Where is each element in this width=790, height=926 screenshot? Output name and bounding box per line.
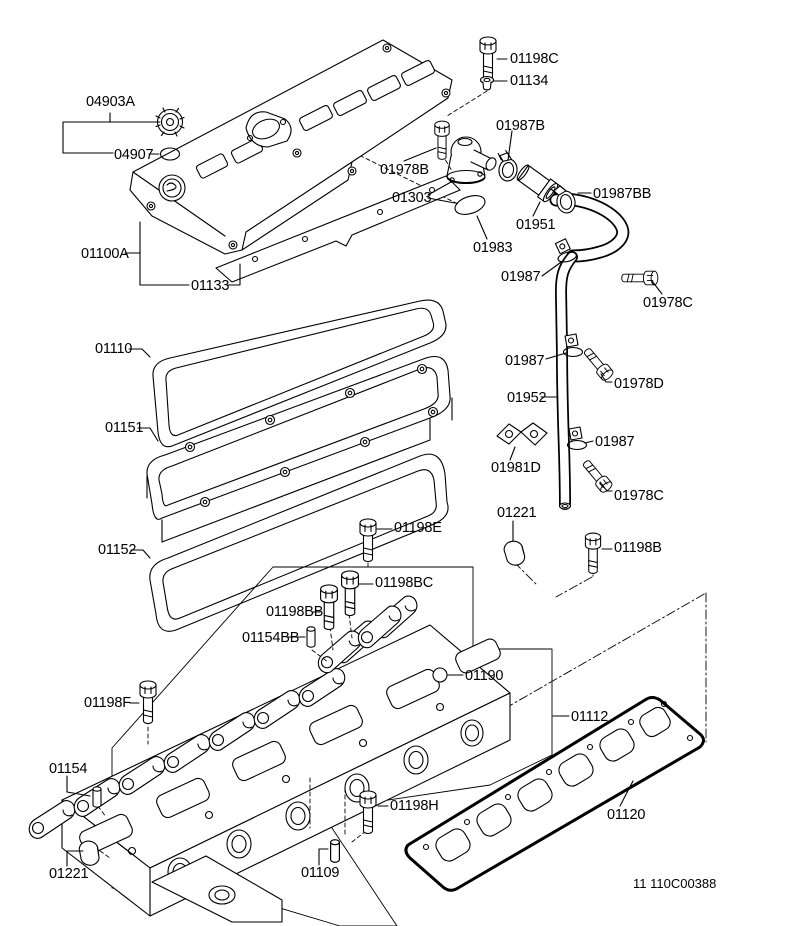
part-label-01987b: 01987B [496,118,545,134]
part-label-01120: 01120 [607,807,646,823]
bolt-01198bc-art [341,570,359,617]
breather-art [446,136,497,185]
lower-gasket-art [149,453,449,632]
part-label-01198e: 01198E [394,520,442,536]
part-label-01987-2: 01987 [505,353,545,369]
part-label-01112: 01112 [571,709,609,725]
head-gasket-art [404,696,705,892]
part-label-01190: 01190 [465,668,504,684]
part-label-04903a: 04903A [86,94,135,110]
part-label-01987-1: 01987 [501,269,541,285]
part-label-01987-3: 01987 [595,434,635,450]
part-label-01100a: 01100A [81,246,129,262]
part-label-01198h: 01198H [390,798,439,814]
valve-cover-art [129,39,453,255]
breather-oring-art [454,195,486,215]
screw-01134-art [479,75,495,91]
part-label-01151: 01151 [105,420,144,436]
pin-01154-art [92,786,102,808]
part-label-01198f: 01198F [84,695,131,711]
part-label-01978d: 01978D [614,376,664,392]
filler-cap-oring-art [159,147,181,161]
part-label-01110: 01110 [95,341,133,357]
part-label-01221-1: 01221 [497,505,537,521]
part-label-01152: 01152 [98,542,137,558]
bolt-01978b-art [434,120,450,160]
leader-lines [62,58,663,867]
diagram-footer-code: 11 110C00388 [633,876,717,891]
part-label-01198c: 01198C [510,51,559,67]
hose-clamp-01987b-art [494,148,521,183]
part-label-01983: 01983 [473,240,513,256]
bolt-01198e-art [359,518,377,563]
part-label-04907: 04907 [114,147,154,163]
part-label-01303: 01303 [392,190,432,206]
part-label-01198b: 01198B [614,540,662,556]
bolt-01198c-art [479,36,497,81]
pin-01154bb-art [306,626,316,648]
part-label-01221-2: 01221 [49,866,89,882]
wedge-01221-1-art [503,540,526,566]
bolt-01198b-art [584,532,602,574]
bolt-01978c-1-art [621,270,659,286]
part-label-01952: 01952 [507,390,547,406]
connector-tube-art [516,164,559,203]
bolt-01978d-art [580,345,616,383]
part-label-01978b: 01978B [380,162,429,178]
breather-pipe-art [549,192,630,510]
bolt-01198f-art [139,680,157,725]
part-label-01978c-1: 01978C [643,295,693,311]
cylinder-head-art [28,624,511,923]
seal-ring-art [432,667,448,683]
pipe-bracket-art [496,422,548,446]
spacer-frame-art [146,355,453,543]
part-label-01978c-2: 01978C [614,488,664,504]
part-label-01109: 01109 [301,865,340,881]
bolt-01978c-2-art [579,457,615,495]
oil-filler-cap-art [155,107,185,137]
part-label-01198bb: 01198BB [266,604,324,620]
part-label-01981d: 01981D [491,460,541,476]
part-label-01134: 01134 [510,73,549,89]
part-label-01951: 01951 [516,217,556,233]
part-label-01198bc: 01198BC [375,575,433,591]
part-label-01133: 01133 [191,278,230,294]
part-label-01154bb: 01154BB [242,630,300,646]
pin-01109-art [329,839,341,863]
part-label-01987bb: 01987BB [593,186,652,202]
cover-gasket-art [152,299,447,448]
part-label-01154: 01154 [49,761,88,777]
pipe-clamp-3-art [566,426,588,451]
